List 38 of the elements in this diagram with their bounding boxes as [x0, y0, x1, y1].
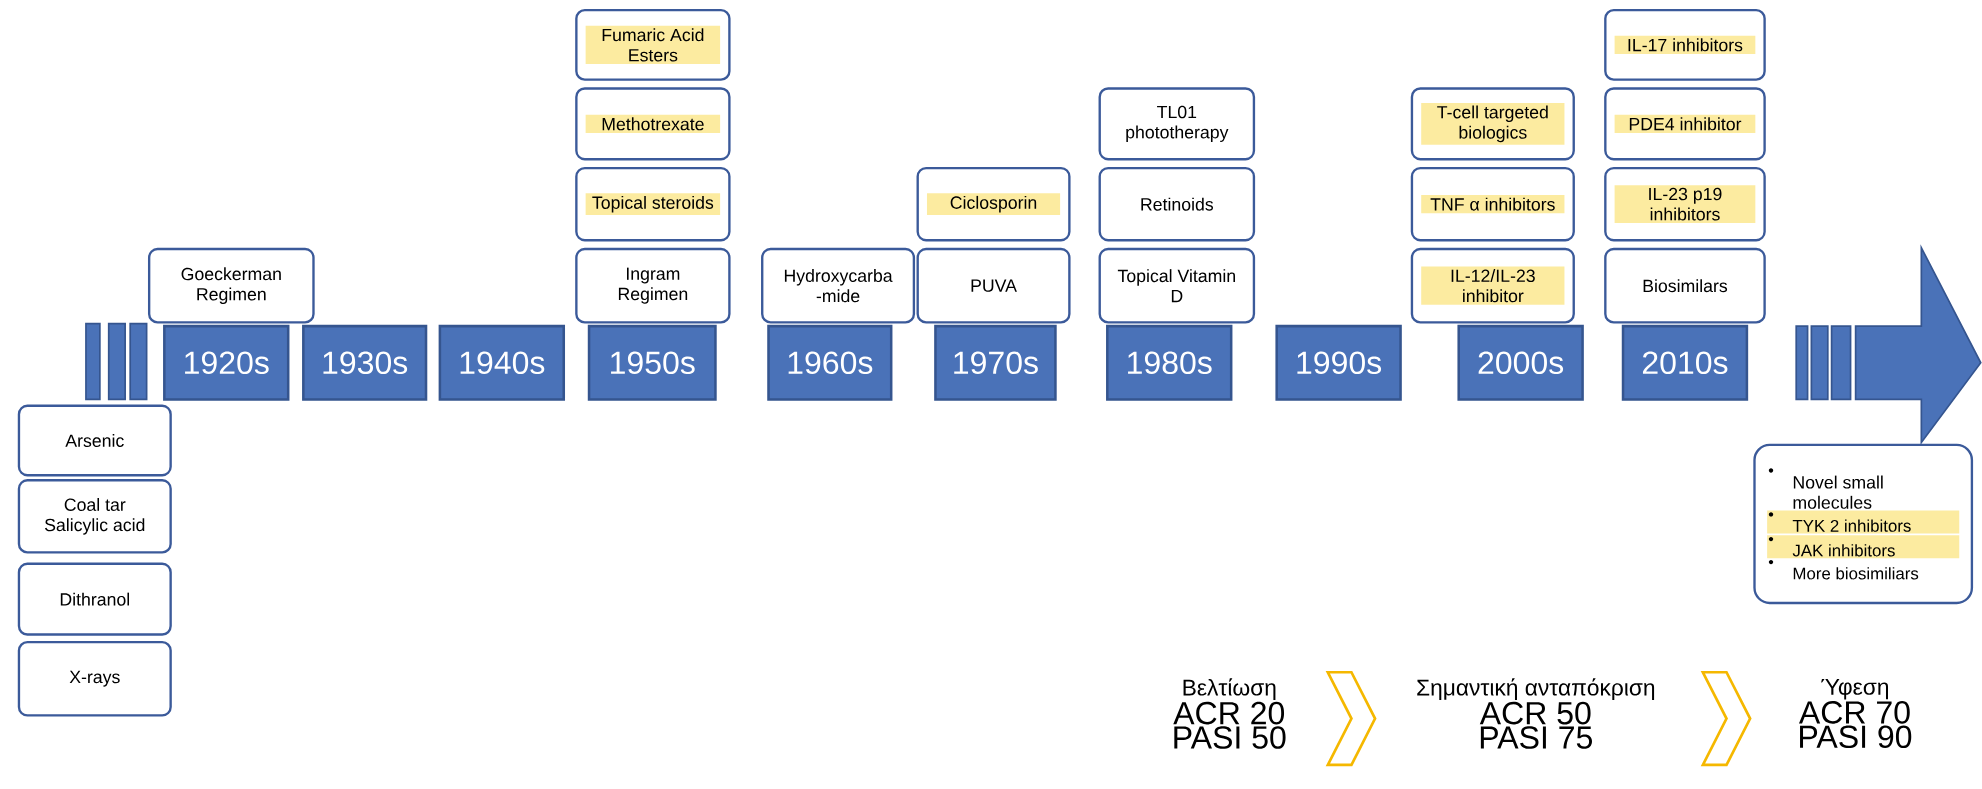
decade-box: 2000s	[1457, 324, 1584, 401]
treatment-box: Dithranol	[17, 562, 172, 636]
outcome-text: Σημαντική ανταπόκριση ACR 50 PASI 75	[1417, 678, 1655, 749]
decade-box: 2010s	[1621, 324, 1749, 401]
treatment-box: TNF α inhibitors	[1410, 167, 1575, 242]
treatment-box: Biosimilars	[1604, 247, 1766, 324]
decade-box: 1980s	[1106, 324, 1233, 401]
treatment-box: Coal tar Salicylic acid	[17, 479, 172, 554]
treatment-box: Hydroxycarba -mide	[761, 247, 916, 324]
treatment-box: PUVA	[916, 247, 1071, 324]
decade-box: 1970s	[934, 324, 1057, 401]
decade-box: 1920s	[163, 324, 290, 401]
treatment-box: IL-23 p19 inhibitors	[1604, 167, 1766, 242]
decade-box: 1990s	[1275, 324, 1402, 401]
treatment-box: X-rays	[17, 641, 172, 717]
treatment-box: Ingram Regimen	[575, 247, 731, 324]
outcome-text: Βελτίωση ACR 20 PASI 50	[1173, 678, 1286, 749]
treatment-box: T-cell targeted biologics	[1410, 87, 1575, 161]
treatment-box: IL-17 inhibitors	[1604, 9, 1766, 81]
treatment-box: TL01 phototherapy	[1098, 87, 1256, 161]
decade-box: 1930s	[302, 324, 428, 401]
treatment-box: Topical Vitamin D	[1098, 247, 1256, 324]
treatment-box: Retinoids	[1098, 167, 1256, 242]
outcome-text: Ύφεση ACR 70 PASI 90	[1798, 679, 1912, 749]
treatment-box: PDE4 inhibitor	[1604, 87, 1766, 161]
decade-box: 1940s	[438, 324, 566, 401]
future-box: Novel small molecules TYK 2 inhibitors JAK inhibitors More biosimiliars	[1753, 443, 1974, 605]
chevron-arrow	[1325, 671, 1377, 767]
treatment-box: Arsenic	[17, 404, 172, 477]
treatment-box: Fumaric Acid Esters	[575, 9, 731, 81]
treatment-box: IL-12/IL-23 inhibitor	[1410, 247, 1575, 324]
treatment-box: Methotrexate	[575, 87, 731, 161]
treatment-box: Topical steroids	[575, 167, 731, 242]
chevron-arrow	[1700, 671, 1752, 767]
treatment-box: Goeckerman Regimen	[148, 247, 315, 324]
decade-box: 1960s	[767, 324, 893, 401]
decade-box: 1950s	[587, 324, 717, 401]
treatment-box: Ciclosporin	[916, 167, 1071, 242]
